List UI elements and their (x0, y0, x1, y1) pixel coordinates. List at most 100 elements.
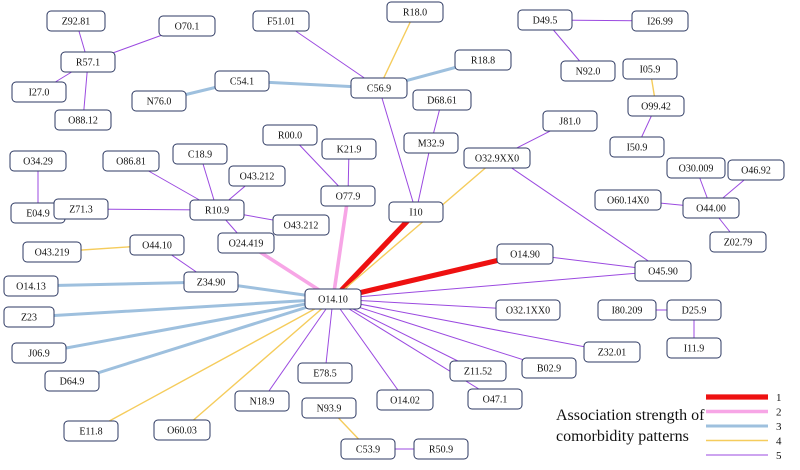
node-label: E78.5 (313, 369, 337, 380)
node-o44-00[interactable]: O44.00 (682, 197, 740, 219)
node-label: O46.92 (741, 166, 771, 177)
node-o14-90[interactable]: O14.90 (496, 243, 554, 265)
node-o44-10[interactable]: O44.10 (129, 234, 185, 256)
node-o86-81[interactable]: O86.81 (102, 150, 160, 172)
node-label: B02.9 (537, 364, 561, 375)
node-c54-1[interactable]: C54.1 (214, 70, 270, 92)
node-label: E11.8 (79, 427, 102, 438)
edge-O14-10-to-O60-03 (181, 298, 334, 431)
legend-item-5: 5 (706, 450, 782, 462)
node-d49-5[interactable]: D49.5 (517, 9, 573, 31)
node-label: O44.10 (142, 241, 172, 252)
node-box (172, 143, 228, 165)
node-r00-0[interactable]: R00.0 (262, 124, 318, 146)
node-label: C53.9 (356, 445, 380, 456)
node-r57-1[interactable]: R57.1 (60, 51, 116, 73)
node-r50-9[interactable]: R50.9 (413, 438, 469, 460)
node-label: Z32.01 (598, 348, 627, 359)
node-z11-52[interactable]: Z11.52 (449, 360, 507, 382)
node-box (521, 357, 577, 379)
node-c56-9[interactable]: C56.9 (350, 77, 408, 99)
node-c18-9[interactable]: C18.9 (172, 143, 228, 165)
node-o43-212a[interactable]: O43.212 (228, 165, 286, 187)
node-label: K21.9 (337, 145, 362, 156)
node-z02-79[interactable]: Z02.79 (709, 231, 767, 253)
node-box (666, 299, 722, 321)
node-box (214, 70, 270, 92)
node-box (297, 362, 353, 384)
node-i27-0[interactable]: I27.0 (11, 81, 67, 103)
edge-C56-9-to-I10 (378, 87, 417, 213)
node-i50-9[interactable]: I50.9 (609, 136, 665, 158)
node-r10-9[interactable]: R10.9 (189, 199, 245, 221)
node-o43-212b[interactable]: O43.212 (272, 214, 330, 236)
node-i10[interactable]: I10 (388, 201, 444, 223)
node-box (63, 420, 119, 442)
node-o60-14x0[interactable]: O60.14X0 (594, 189, 662, 211)
node-box (272, 214, 330, 236)
node-i80-209[interactable]: I80.209 (597, 299, 657, 321)
node-box (386, 1, 444, 23)
node-i05-9[interactable]: I05.9 (622, 58, 678, 80)
node-box (727, 159, 785, 181)
node-o45-90[interactable]: O45.90 (634, 260, 692, 282)
node-n18-9[interactable]: N18.9 (234, 390, 290, 412)
node-z34-90[interactable]: Z34.90 (183, 271, 239, 293)
node-label: O34.29 (23, 157, 53, 168)
node-b02-9[interactable]: B02.9 (521, 357, 577, 379)
node-label: O43.212 (240, 172, 275, 183)
node-box (449, 360, 507, 382)
node-n93-9[interactable]: N93.9 (301, 397, 357, 419)
node-z32-01[interactable]: Z32.01 (583, 341, 641, 363)
node-o47-1[interactable]: O47.1 (467, 388, 523, 410)
node-e04-9[interactable]: E04.9 (10, 202, 66, 224)
node-box (153, 419, 211, 441)
node-o32-1xx0[interactable]: O32.1XX0 (495, 299, 561, 321)
edge-O14-10-to-Z32-01 (332, 298, 613, 353)
node-o32-9xx0[interactable]: O32.9XX0 (463, 147, 531, 169)
node-o14-13[interactable]: O14.13 (3, 275, 59, 297)
node-o43-219[interactable]: O43.219 (22, 241, 82, 263)
node-label: R18.8 (471, 56, 495, 67)
node-d64-9[interactable]: D64.9 (44, 370, 100, 392)
node-i26-99[interactable]: I26.99 (631, 10, 689, 32)
node-k21-9[interactable]: K21.9 (321, 138, 377, 160)
node-o88-12[interactable]: O88.12 (54, 109, 112, 131)
node-o24-419[interactable]: O24.419 (217, 232, 275, 254)
node-o14-02[interactable]: O14.02 (376, 389, 434, 411)
node-n76-0[interactable]: N76.0 (131, 90, 187, 112)
node-e11-8[interactable]: E11.8 (63, 420, 119, 442)
node-o14-10[interactable]: O14.10 (304, 288, 362, 310)
node-m32-9[interactable]: M32.9 (403, 132, 459, 154)
node-z71-3[interactable]: Z71.3 (53, 198, 109, 220)
node-o99-42[interactable]: O99.42 (627, 95, 685, 117)
node-j81-0[interactable]: J81.0 (542, 110, 598, 132)
node-r18-8[interactable]: R18.8 (454, 49, 512, 71)
node-e78-5[interactable]: E78.5 (297, 362, 353, 384)
node-label: O43.219 (35, 248, 70, 259)
legend-label-5: 5 (776, 450, 782, 462)
node-d68-61[interactable]: D68.61 (412, 89, 472, 111)
node-i11-9[interactable]: I11.9 (666, 337, 722, 359)
node-d25-9[interactable]: D25.9 (666, 299, 722, 321)
node-o70-1[interactable]: O70.1 (158, 15, 216, 37)
node-z92-81[interactable]: Z92.81 (46, 10, 106, 32)
node-r18-0[interactable]: R18.0 (386, 1, 444, 23)
node-j06-9[interactable]: J06.9 (11, 342, 67, 364)
node-z23[interactable]: Z23 (3, 306, 55, 328)
node-label: O45.90 (648, 267, 678, 278)
node-o60-03[interactable]: O60.03 (153, 419, 211, 441)
node-box (189, 199, 245, 221)
node-o77-9[interactable]: O77.9 (320, 185, 376, 207)
node-o46-92[interactable]: O46.92 (727, 159, 785, 181)
node-f51-01[interactable]: F51.01 (252, 10, 310, 32)
legend-title-line1: Association strength of (556, 407, 705, 424)
node-box (709, 231, 767, 253)
node-n92-0[interactable]: N92.0 (560, 60, 616, 82)
node-label: F51.01 (267, 17, 295, 28)
node-o30-009[interactable]: O30.009 (666, 157, 726, 179)
node-o34-29[interactable]: O34.29 (9, 150, 67, 172)
node-label: O86.81 (116, 157, 146, 168)
node-c53-9[interactable]: C53.9 (340, 438, 396, 460)
